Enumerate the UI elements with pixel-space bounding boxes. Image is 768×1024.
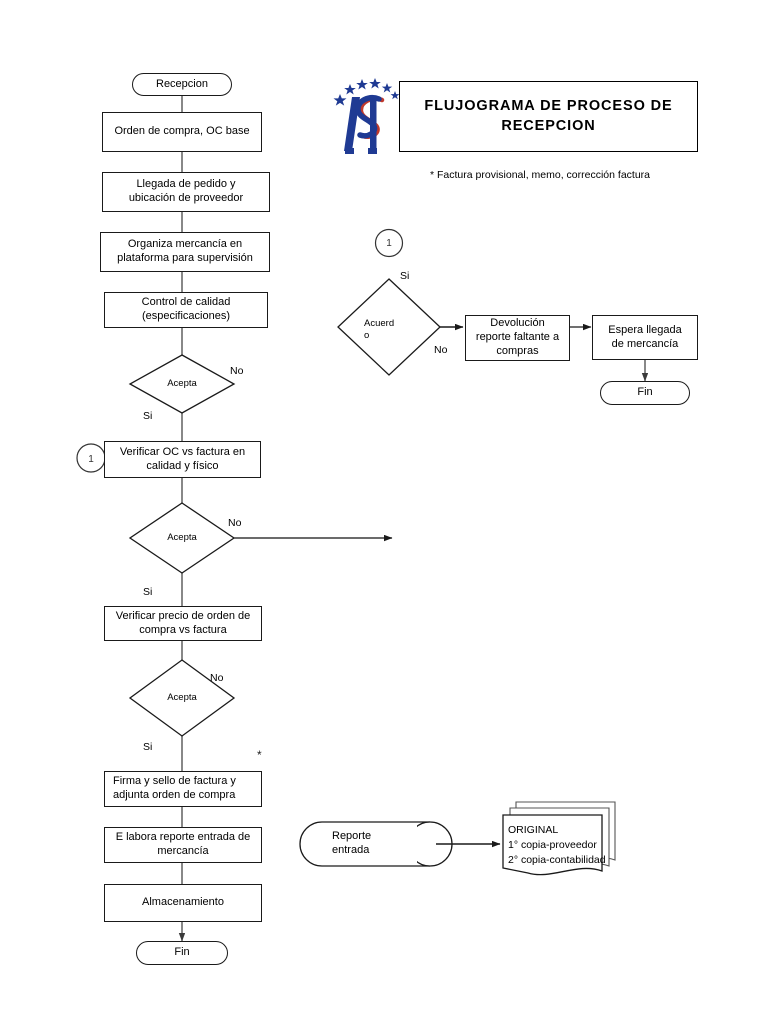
process-control-calidad[interactable]: Control de calidad (especificaciones): [104, 292, 268, 328]
process-verificar-precio[interactable]: Verificar precio de orden de compra vs f…: [104, 606, 262, 641]
connector-label-left: 1: [88, 453, 94, 465]
process-orden-compra[interactable]: Orden de compra, OC base: [102, 112, 262, 152]
terminator-end-branch[interactable]: Fin: [600, 381, 690, 405]
document-line-copia-proveedor: 1° copia-proveedor: [508, 839, 597, 851]
asterisk-marker: *: [257, 748, 262, 762]
edge-label-acepta2-no: No: [228, 517, 242, 529]
document-sheet-front: [502, 814, 603, 876]
connector-circle-right: [374, 228, 404, 258]
document-line-original: ORIGINAL: [508, 824, 559, 836]
terminator-start[interactable]: Recepcion: [132, 73, 232, 96]
process-almacenamiento[interactable]: Almacenamiento: [104, 884, 262, 922]
edge-label-acuerdo-no: No: [434, 344, 448, 356]
edge-label-acepta3-si: Si: [143, 741, 153, 753]
document-line-copia-contabilidad: 2° copia-contabilidad: [508, 854, 606, 866]
is-stars-logo: [333, 78, 400, 154]
process-verificar-oc[interactable]: Verificar OC vs factura en calidad y fís…: [104, 441, 261, 478]
decision-acepta-1: [128, 354, 236, 414]
edge-label-acepta2-si: Si: [143, 586, 153, 598]
page-title: FLUJOGRAMA DE PROCESO DE RECEPCION: [424, 97, 673, 134]
footnote-text: * Factura provisional, memo, corrección …: [430, 169, 651, 181]
decision-acepta-2: [128, 502, 236, 574]
process-firma-sello[interactable]: Firma y sello de factura y adjunta orden…: [104, 771, 262, 807]
process-espera-llegada[interactable]: Espera llegada de mercancía: [592, 315, 698, 360]
edge-label-acepta1-no: No: [230, 365, 244, 377]
process-llegada-pedido[interactable]: Llegada de pedido y ubicación de proveed…: [102, 172, 270, 212]
edge-label-acuerdo-si: Si: [400, 270, 410, 282]
terminator-end-main[interactable]: Fin: [136, 941, 228, 965]
process-elabora-reporte[interactable]: E labora reporte entrada de mercancía: [104, 827, 262, 863]
decision-acepta-3: [128, 659, 236, 737]
tape-label-reporte-entrada[interactable]: Reporte entrada: [332, 824, 417, 864]
title-box: FLUJOGRAMA DE PROCESO DE RECEPCION: [399, 81, 698, 152]
connector-label-right: 1: [386, 237, 392, 249]
decision-acuerdo: [337, 278, 441, 376]
process-organiza-mercancia[interactable]: Organiza mercancía en plataforma para su…: [100, 232, 270, 272]
edge-label-acepta1-si: Si: [143, 410, 153, 422]
process-devolucion[interactable]: Devolución reporte faltante a compras: [465, 315, 570, 361]
edge-label-acepta3-no: No: [210, 672, 224, 684]
